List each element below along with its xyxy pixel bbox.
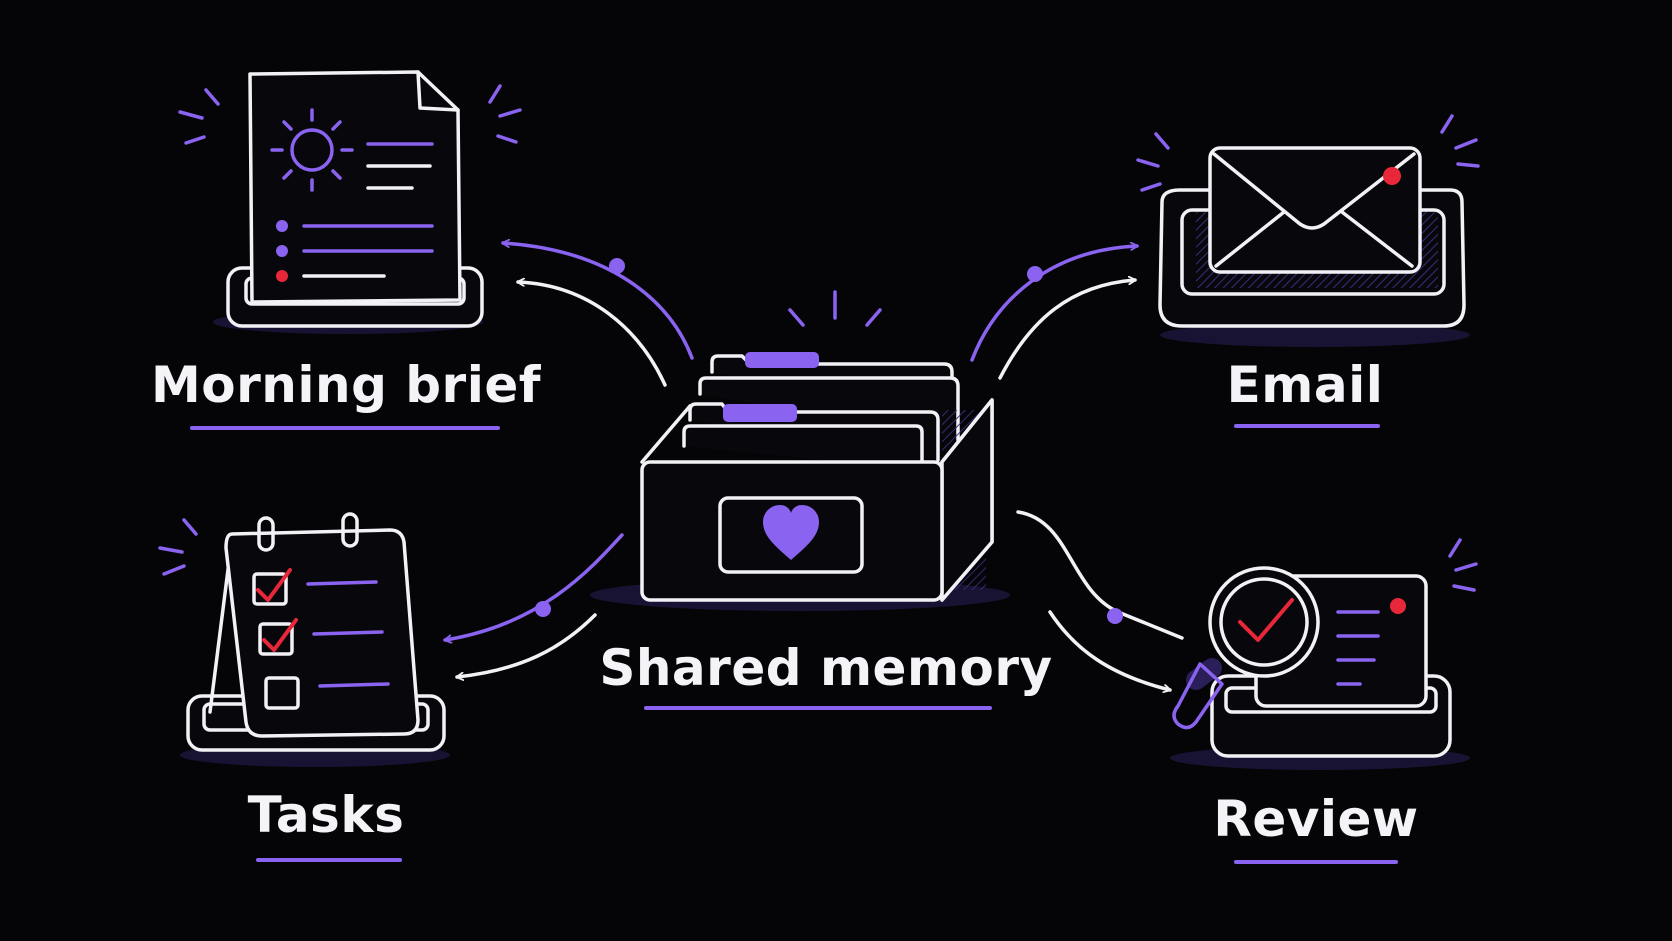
connector-review-white: [1016, 510, 1184, 640]
connector-morning-brief-white: [516, 282, 667, 387]
connector-tasks-white: [455, 613, 597, 677]
connector-tasks-purple: [443, 533, 624, 640]
connector-tasks-dot: [535, 601, 551, 617]
review-label: Review: [1213, 790, 1418, 848]
connectors: [443, 243, 1184, 690]
connector-email-white: [998, 280, 1137, 380]
tasks-label: Tasks: [248, 786, 405, 844]
morning-brief-label: Morning brief: [151, 356, 542, 414]
connector-email-purple: [970, 246, 1139, 362]
document-sun-icon: [178, 70, 522, 334]
tasks-node: Tasks: [158, 512, 450, 862]
email-label: Email: [1227, 356, 1384, 414]
connector-email-dot: [1027, 266, 1043, 282]
review-node: Review: [1170, 538, 1478, 864]
card-file-box-icon: [590, 290, 1010, 611]
morning-brief-node: Morning brief: [151, 70, 542, 430]
connector-review-white-arrow: [1048, 610, 1172, 690]
email-node: Email: [1136, 114, 1480, 428]
shared-memory-label: Shared memory: [599, 639, 1052, 697]
heart-icon: [763, 505, 819, 560]
connector-review-dot: [1107, 608, 1123, 624]
magnifier-check-icon: [1170, 538, 1478, 770]
checklist-calendar-icon: [158, 512, 450, 767]
envelope-icon: [1136, 114, 1480, 347]
shared-memory-node: Shared memory: [590, 290, 1052, 710]
connector-morning-brief-purple: [501, 243, 694, 360]
connector-morning-brief-dot: [609, 258, 625, 274]
